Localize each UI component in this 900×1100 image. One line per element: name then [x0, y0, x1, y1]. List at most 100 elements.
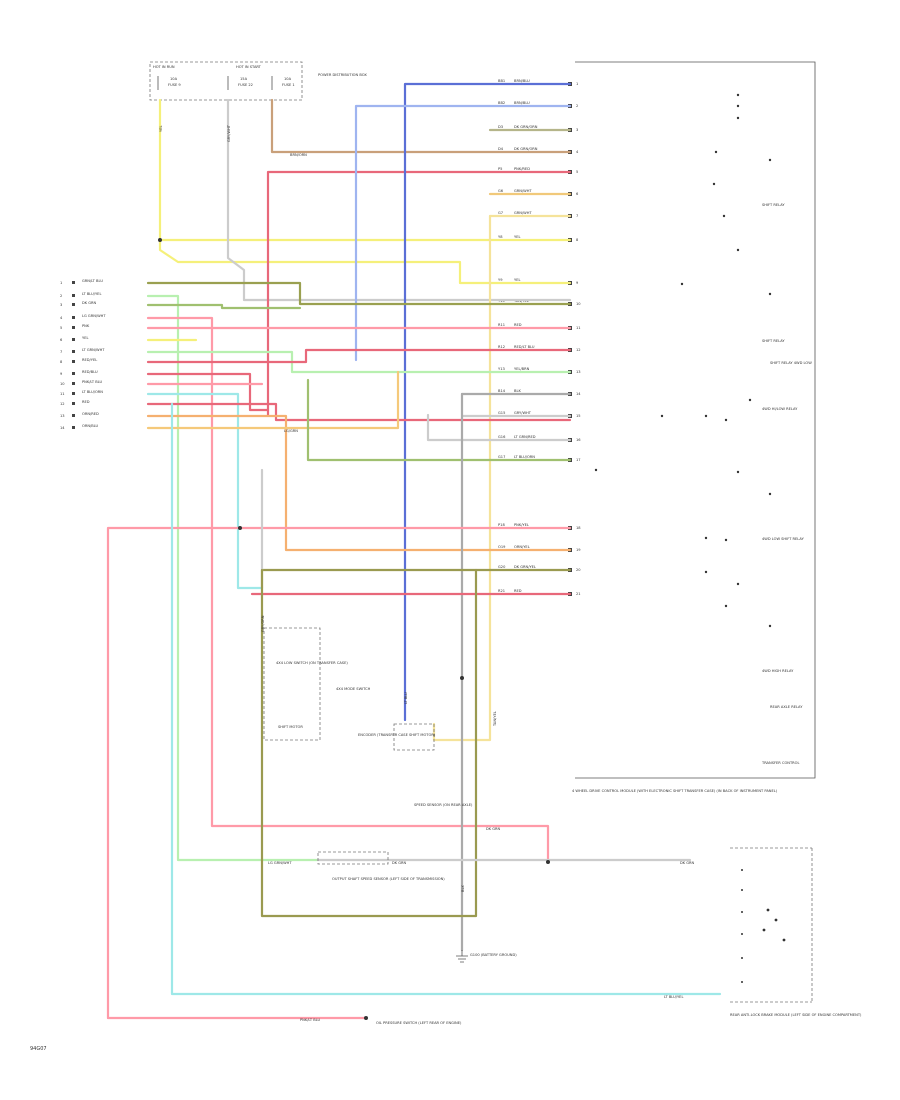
- right-wire-pin: 7: [576, 214, 578, 218]
- internal-dot: [762, 928, 766, 932]
- internal-dot: [768, 492, 772, 496]
- left-connector-label: LT BLU/ORN: [82, 390, 103, 394]
- relay-label-1: SHIFT RELAY: [762, 203, 785, 207]
- fuse-2-amps: 15A: [240, 77, 248, 81]
- left-connector-pin: 13: [60, 414, 65, 418]
- fuse-label-2: HOT IN START: [236, 65, 262, 69]
- abs-module-outline: [730, 847, 813, 1003]
- wire-orn-blu: [146, 370, 400, 430]
- right-wire-code: Y13: [498, 367, 505, 371]
- connector-terminal: [72, 294, 75, 297]
- relay-label-3: SHIFT RELAY 4WD LOW: [770, 361, 812, 365]
- fuse-box-outline: [149, 61, 303, 101]
- right-wire-label: GRN/WHT: [514, 211, 532, 215]
- right-wire-pin: 6: [576, 192, 579, 196]
- output-shaft-sensor: OUTPUT SHAFT SPEED SENSOR (LEFT SIDE OF …: [317, 851, 445, 881]
- wire-dkgrn-loop: [260, 568, 478, 918]
- internal-dot: [724, 538, 728, 542]
- right-wire-label: DK GRN/ORN: [514, 147, 538, 151]
- internal-dot: [712, 182, 716, 186]
- internal-dot: [722, 214, 726, 218]
- left-connector-pin: 12: [60, 402, 65, 406]
- left-connector-label: RED/YEL: [82, 358, 97, 362]
- left-connector-label: DK GRN: [82, 301, 97, 305]
- ground-icon: [456, 950, 468, 963]
- connector-terminal: [72, 414, 75, 417]
- connector-terminal: [72, 326, 75, 329]
- relay-label-2: SHIFT RELAY: [762, 339, 785, 343]
- right-wire-pin: 1: [576, 82, 578, 86]
- wire-pnk-yel: [106, 526, 572, 1020]
- right-wire-pin: 9: [576, 281, 579, 285]
- fuse-label-1: HOT IN RUN: [153, 65, 175, 69]
- internal-dot: [741, 911, 743, 913]
- left-connector-pin: 4: [60, 316, 63, 320]
- fuse-1-amps: 10A: [170, 77, 178, 81]
- vertical-labels: YEL GRY/WHT GRY/ORN LT BLU BLK TAN/YEL: [159, 124, 497, 892]
- internal-dot: [741, 981, 743, 983]
- right-wire-pin: 5: [576, 170, 578, 174]
- relay-label-6: 4WD HIGH RELAY: [762, 669, 794, 673]
- wire-red-blu: [146, 372, 270, 412]
- left-connector-label: LT BLU/YEL: [82, 292, 101, 296]
- right-wire-label: ORN/YEL: [514, 545, 530, 549]
- ground-label: G100 (BATTERY GROUND): [470, 953, 517, 957]
- switch-2-label: 4X4 MODE SWITCH: [336, 687, 371, 691]
- wire-yellow-main: [158, 98, 572, 242]
- splice-dot: [364, 1016, 368, 1020]
- splice-dot: [238, 526, 242, 530]
- abs-module-label: REAR ANTI-LOCK BRAKE MODULE (LEFT SIDE O…: [730, 1013, 862, 1017]
- wire-ltblu-yel: [146, 294, 320, 862]
- right-wire-code: G16: [498, 435, 506, 439]
- right-wire-pin: 15: [576, 414, 581, 418]
- left-connector-pin: 2: [60, 294, 62, 298]
- wire-ltblu-orn-right: [426, 413, 572, 442]
- left-connector-pin: 9: [60, 372, 63, 376]
- internal-dot: [724, 418, 728, 422]
- left-connector-row: 2 LT BLU/YEL: [60, 292, 101, 298]
- splices: [158, 238, 550, 1020]
- output-shaft-label: OUTPUT SHAFT SPEED SENSOR (LEFT SIDE OF …: [332, 877, 445, 881]
- fuse-2: 15A FUSE 22: [227, 76, 253, 90]
- fuse-box-label: POWER DISTRIBUTION BOX: [318, 73, 367, 77]
- abs-module: REAR ANTI-LOCK BRAKE MODULE (LEFT SIDE O…: [730, 847, 862, 1017]
- wire-label-lg-vert: LG/GRN: [284, 429, 298, 433]
- relay-label-8: TRANSFER CONTROL: [761, 761, 800, 765]
- connector-terminal: [72, 303, 75, 306]
- right-wire-label: BRN/BLU: [514, 101, 530, 105]
- output-shaft-outline: [317, 851, 389, 865]
- right-wire-label: RED: [514, 323, 522, 327]
- internal-dot: [748, 398, 752, 402]
- right-wire-pin: 21: [576, 592, 581, 596]
- wire-label-ltbluyel: LT BLU/YEL: [664, 995, 683, 999]
- left-connector-pin: 7: [60, 350, 62, 354]
- vert-label-4: TAN/YEL: [493, 711, 497, 727]
- right-wire-code: B14: [498, 389, 506, 393]
- internal-dot: [660, 414, 664, 418]
- right-wire-code: Y8: [498, 235, 503, 239]
- wire-red: [146, 402, 572, 422]
- splice-dot: [158, 238, 162, 242]
- wire-brown-orange: [270, 98, 572, 154]
- internal-dot: [714, 150, 718, 154]
- internal-dot: [724, 604, 728, 608]
- internal-dot: [782, 938, 786, 942]
- internal-dot: [774, 918, 778, 922]
- connector-terminal: [72, 402, 75, 405]
- vert-label-gry: GRY/WHT: [227, 124, 231, 142]
- connector-terminal: [72, 350, 75, 353]
- internal-dot: [680, 282, 684, 286]
- connector-terminal: [72, 372, 75, 375]
- wire-label-lgwht: LG GRN/WHT: [268, 861, 292, 865]
- left-connector-label: ORN/BLU: [82, 424, 99, 428]
- right-wire-pin: 8: [576, 238, 579, 242]
- power-distribution-box: HOT IN RUN HOT IN START POWER DISTRIBUTI…: [149, 61, 367, 101]
- vert-label-yel: YEL: [159, 126, 163, 132]
